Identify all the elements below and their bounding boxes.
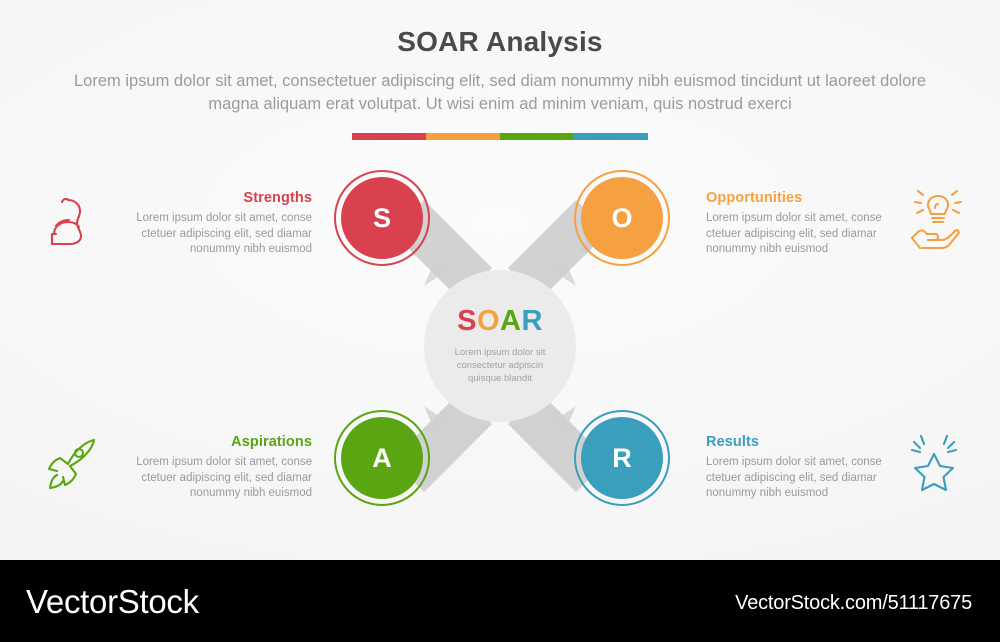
stock-credit-url: VectorStock.com/51117675 [735,592,972,614]
block-body-results: Lorem ipsum dolor sit amet, conse ctetue… [706,456,882,499]
brand-logo-text: VectorStock [26,583,199,620]
node-disc-aspirations: A [341,417,423,499]
node-disc-strengths: S [341,177,423,259]
shining-star-icon [910,434,958,492]
node-letter-strengths: S [372,202,391,233]
hand-lightbulb-icon [910,189,963,250]
block-strengths: Strengths Lorem ipsum dolor sit amet, co… [122,190,312,258]
node-disc-results: R [581,417,663,499]
node-letter-aspirations: A [372,442,392,473]
node-circle-results[interactable]: R [574,410,670,506]
page-title: SOAR Analysis [397,26,603,57]
node-letter-results: R [612,442,632,473]
block-aspirations: Aspirations Lorem ipsum dolor sit amet, … [122,434,312,502]
center-letter-a: A [500,305,522,337]
center-hub: SOAR Lorem ipsum dolor sit consectetur a… [424,270,576,422]
colorbar-segment-results [574,133,648,140]
block-heading-results: Results [706,434,760,450]
block-heading-strengths: Strengths [243,190,312,206]
block-body-aspirations: Lorem ipsum dolor sit amet, conse ctetue… [136,456,312,499]
center-soar-word: SOAR [457,307,543,336]
colorbar-segment-strengths [352,133,426,140]
arm-shadow-opportunities [552,258,576,286]
color-accent-bar [352,133,648,140]
node-letter-opportunities: O [611,202,633,233]
block-opportunities: Opportunities Lorem ipsum dolor sit amet… [706,190,896,258]
node-disc-opportunities: O [581,177,663,259]
diagram-canvas: SOAR Analysis Lorem ipsum dolor sit amet… [0,0,1000,560]
block-body-opportunities: Lorem ipsum dolor sit amet, conse ctetue… [706,212,882,255]
center-letter-s: S [457,305,477,337]
arm-shadow-aspirations [424,406,448,434]
page-subtitle: Lorem ipsum dolor sit amet, consectetuer… [73,72,927,113]
block-body-strengths: Lorem ipsum dolor sit amet, conse ctetue… [136,212,312,255]
arm-shadow-strengths [424,258,448,286]
node-circle-aspirations[interactable]: A [334,410,430,506]
node-circle-opportunities[interactable]: O [574,170,670,266]
arm-shadow-results [552,406,576,434]
footer-bar: VectorStock VectorStock.com/51117675 [0,560,1000,642]
block-heading-opportunities: Opportunities [706,190,803,206]
block-heading-aspirations: Aspirations [231,434,312,450]
colorbar-segment-opportunities [426,133,500,140]
node-circle-strengths[interactable]: S [334,170,430,266]
center-letter-o: O [476,305,500,337]
rocket-icon [47,438,96,490]
center-letter-r: R [521,305,543,337]
muscle-arm-icon [50,197,83,246]
colorbar-segment-aspirations [500,133,574,140]
center-description: Lorem ipsum dolor sit consectetur adpisc… [454,347,546,384]
block-results: Results Lorem ipsum dolor sit amet, cons… [706,434,896,502]
